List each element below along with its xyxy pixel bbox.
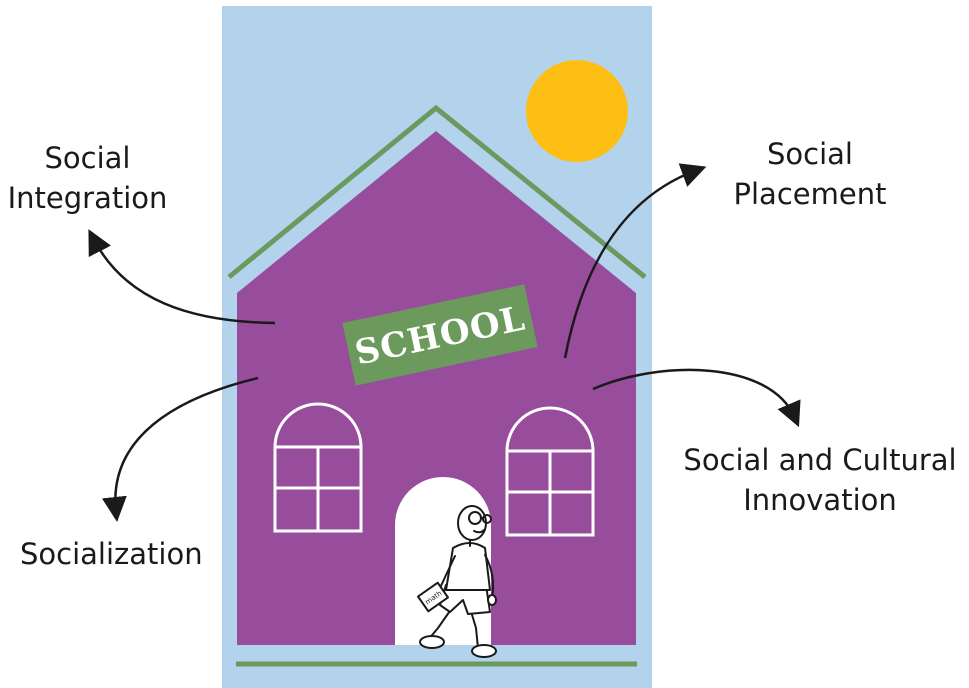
label-social-cultural-innovation-line-1: Social and Cultural [683, 443, 957, 477]
arrow-socialization [101, 376, 259, 522]
label-social-cultural-innovation: Social and Cultural Innovation [680, 440, 960, 520]
arrow-social-placement [563, 163, 707, 359]
arrows [88, 163, 801, 522]
label-socialization-line-1: Socialization [20, 537, 203, 571]
label-social-cultural-innovation-line-2: Innovation [743, 483, 897, 517]
arrow-social-cultural-innovation [592, 368, 801, 428]
house-body [237, 131, 636, 645]
right-window [505, 406, 595, 537]
roof-line [227, 104, 647, 279]
label-social-placement-line-2: Placement [733, 177, 887, 211]
label-social-placement-line-1: Social [767, 137, 853, 171]
label-social-integration-line-2: Integration [7, 181, 168, 215]
label-social-placement: Social Placement [720, 134, 900, 214]
left-window [273, 402, 363, 533]
label-social-integration: Social Integration [0, 138, 175, 218]
label-social-integration-line-1: Social [44, 141, 131, 175]
student-figure: math [417, 505, 497, 658]
label-socialization: Socialization [20, 534, 220, 574]
sun-icon [526, 60, 628, 162]
math-book: math [417, 581, 449, 613]
arrow-social-integration [88, 229, 276, 325]
